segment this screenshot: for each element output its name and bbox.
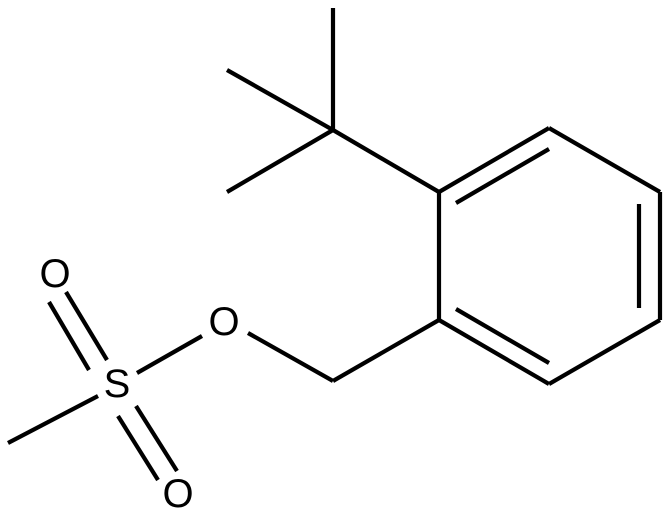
- atom-labels: O S O O: [39, 252, 239, 516]
- tbutyl-attach-bond: [331, 128, 441, 194]
- s-methyl-bond: [7, 394, 99, 445]
- ring-bond: [547, 126, 662, 194]
- benzylic-bond: [331, 318, 441, 383]
- s-o-bottom-double-bond: [134, 404, 179, 473]
- o-s-bond: [135, 334, 204, 375]
- methyl-bond-left-lower: [225, 128, 335, 194]
- ch2-o-bond: [246, 331, 335, 383]
- s-o-top-double-bond: [64, 290, 109, 362]
- s-o-bottom-double-bond: [116, 414, 160, 482]
- tert-butyl-group: [225, 8, 441, 194]
- ring-bond: [437, 318, 551, 386]
- oxygen-ester-label: O: [208, 300, 239, 344]
- ring-double-bond-inner: [454, 307, 551, 365]
- methyl-bond-left-upper: [225, 68, 335, 132]
- methanesulfonate-group: [7, 290, 441, 482]
- s-o-top-double-bond: [47, 300, 91, 372]
- oxygen-top-label: O: [39, 252, 70, 296]
- ring-bond: [547, 318, 662, 386]
- ring-double-bond-inner: [454, 147, 551, 205]
- oxygen-bottom-label: O: [162, 472, 193, 516]
- benzene-ring: [436, 126, 663, 386]
- ring-bond: [437, 126, 551, 194]
- sulfur-label: S: [104, 362, 131, 406]
